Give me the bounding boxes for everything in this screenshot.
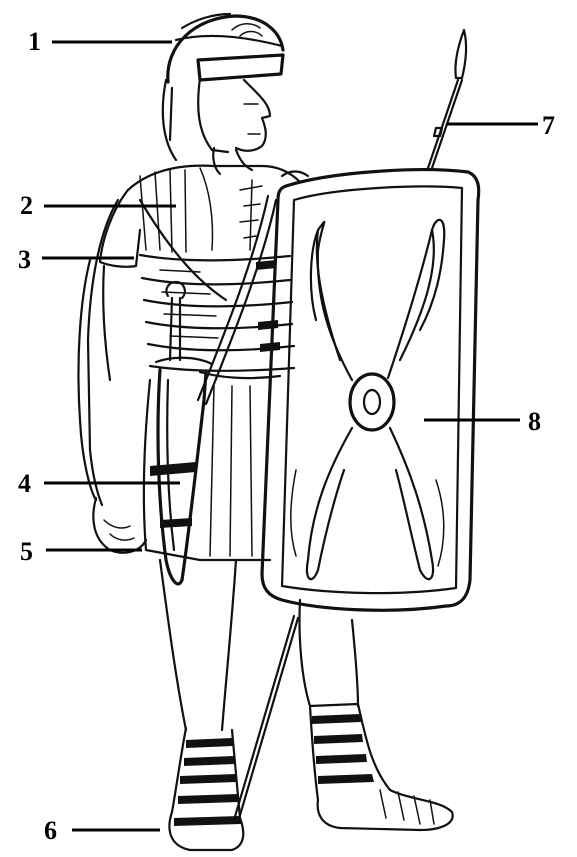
label-1: 1 <box>28 27 41 56</box>
label-6: 6 <box>44 816 57 845</box>
left-sandal-drawing <box>169 728 243 850</box>
label-5: 5 <box>20 537 33 566</box>
leader-lines <box>42 42 538 830</box>
label-7: 7 <box>542 111 555 140</box>
label-2: 2 <box>20 191 33 220</box>
label-3: 3 <box>18 245 31 274</box>
label-8: 8 <box>528 407 541 436</box>
soldier-illustration <box>78 14 478 850</box>
right-sandal-drawing <box>310 704 453 830</box>
shield-drawing <box>262 170 479 611</box>
label-4: 4 <box>18 469 31 498</box>
face-drawing <box>213 80 270 174</box>
